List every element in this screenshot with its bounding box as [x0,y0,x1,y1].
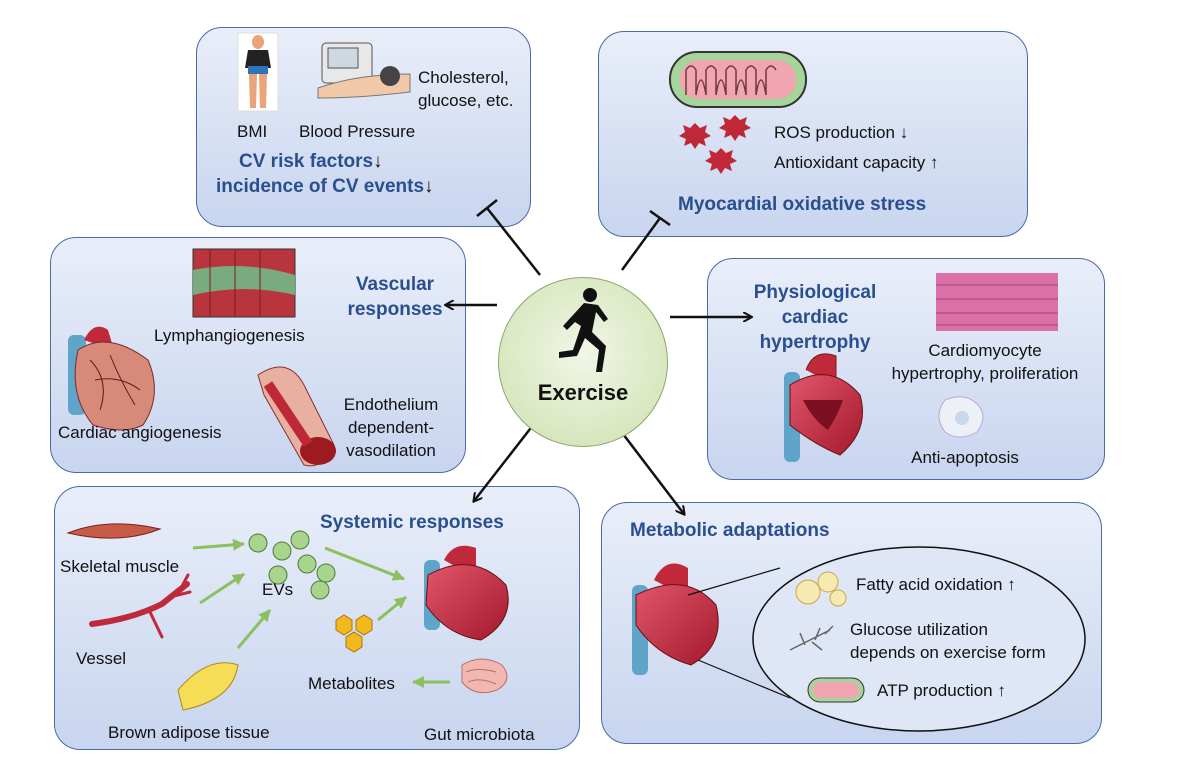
inhibit-bar-oxidative [649,209,671,227]
green-arrows [192,538,450,688]
mitochondrion-small-icon [807,677,865,703]
exercise-label: Exercise [537,380,629,405]
cholesterol-label-2: glucose, etc. [418,91,514,110]
cv-risk-title-1: CV risk factors↓ [239,151,383,172]
lymphangiogenesis-label: Lymphangiogenesis [154,326,305,345]
gut-microbiota-label: Gut microbiota [424,725,535,744]
lymphatic-tissue-icon [192,248,296,318]
anti-apoptosis-label: Anti-apoptosis [911,448,1019,467]
bmi-label: BMI [237,122,268,141]
vessel-icon [89,573,192,639]
blood-pressure-monitor-icon [317,42,411,99]
atp-label: ATP production ↑ [877,681,1006,700]
endothelium-label-2: dependent- [347,418,435,437]
hypertrophy-title-1: Physiological [753,282,877,303]
cholesterol-label-1: Cholesterol, [418,68,509,87]
metabolites-label: Metabolites [308,674,395,693]
vessel-cross-section-icon [257,366,336,467]
hypertrophy-title-2: cardiac [781,307,849,328]
metabolic-title: Metabolic adaptations [630,520,830,541]
skeletal-muscle-label: Skeletal muscle [60,557,180,576]
angiogenesis-label: Cardiac angiogenesis [58,423,222,442]
ros-label: ROS production ↓ [774,123,909,142]
blood-pressure-label: Blood Pressure [299,122,416,141]
oxidative-stress-panel [598,31,1028,237]
endothelium-label-1: Endothelium [343,395,439,414]
cv-risk-title-2: incidence of CV events↓ [216,176,434,197]
evs-label: EVs [262,580,294,599]
vessel-label: Vessel [76,649,127,668]
fatty-acid-label: Fatty acid oxidation ↑ [856,575,1016,594]
inhibit-bar-risk [476,199,498,217]
vascular-title-2: responses [347,299,443,320]
gut-icon [461,658,508,694]
hypertrophy-title-3: hypertrophy [759,332,871,353]
heart-metabolic-icon [632,563,719,675]
metabolites-icon [335,614,373,653]
anti-apoptosis-cell-icon [938,396,984,438]
heart-angiogenesis-icon [68,326,155,431]
oxidative-title: Myocardial oxidative stress [678,194,927,215]
glucose-network-icon [789,625,834,651]
antioxidant-label: Antioxidant capacity ↑ [774,153,939,172]
ev-vesicles-icon [248,530,336,600]
cardiomyocyte-label-1: Cardiomyocyte [928,341,1042,360]
glucose-label-2: depends on exercise form [850,643,1046,662]
fat-droplets-icon [795,571,847,607]
brown-adipose-label: Brown adipose tissue [108,723,270,742]
endothelium-label-3: vasodilation [346,441,436,460]
glucose-label-1: Glucose utilization [850,620,988,639]
cardiomyocyte-label-2: hypertrophy, proliferation [891,364,1079,383]
brown-adipose-icon [177,662,239,711]
heart-systemic-icon [424,545,509,641]
mitochondrion-icon [669,51,807,108]
vascular-title-1: Vascular [355,274,435,295]
skeletal-muscle-icon [66,523,162,539]
body-figure-icon [237,32,279,112]
heart-hypertrophy-icon [784,353,863,462]
systemic-title: Systemic responses [320,512,504,533]
ros-particles-icon [679,115,751,174]
connectors [446,199,751,514]
cardiomyocyte-tissue-icon [936,273,1058,331]
